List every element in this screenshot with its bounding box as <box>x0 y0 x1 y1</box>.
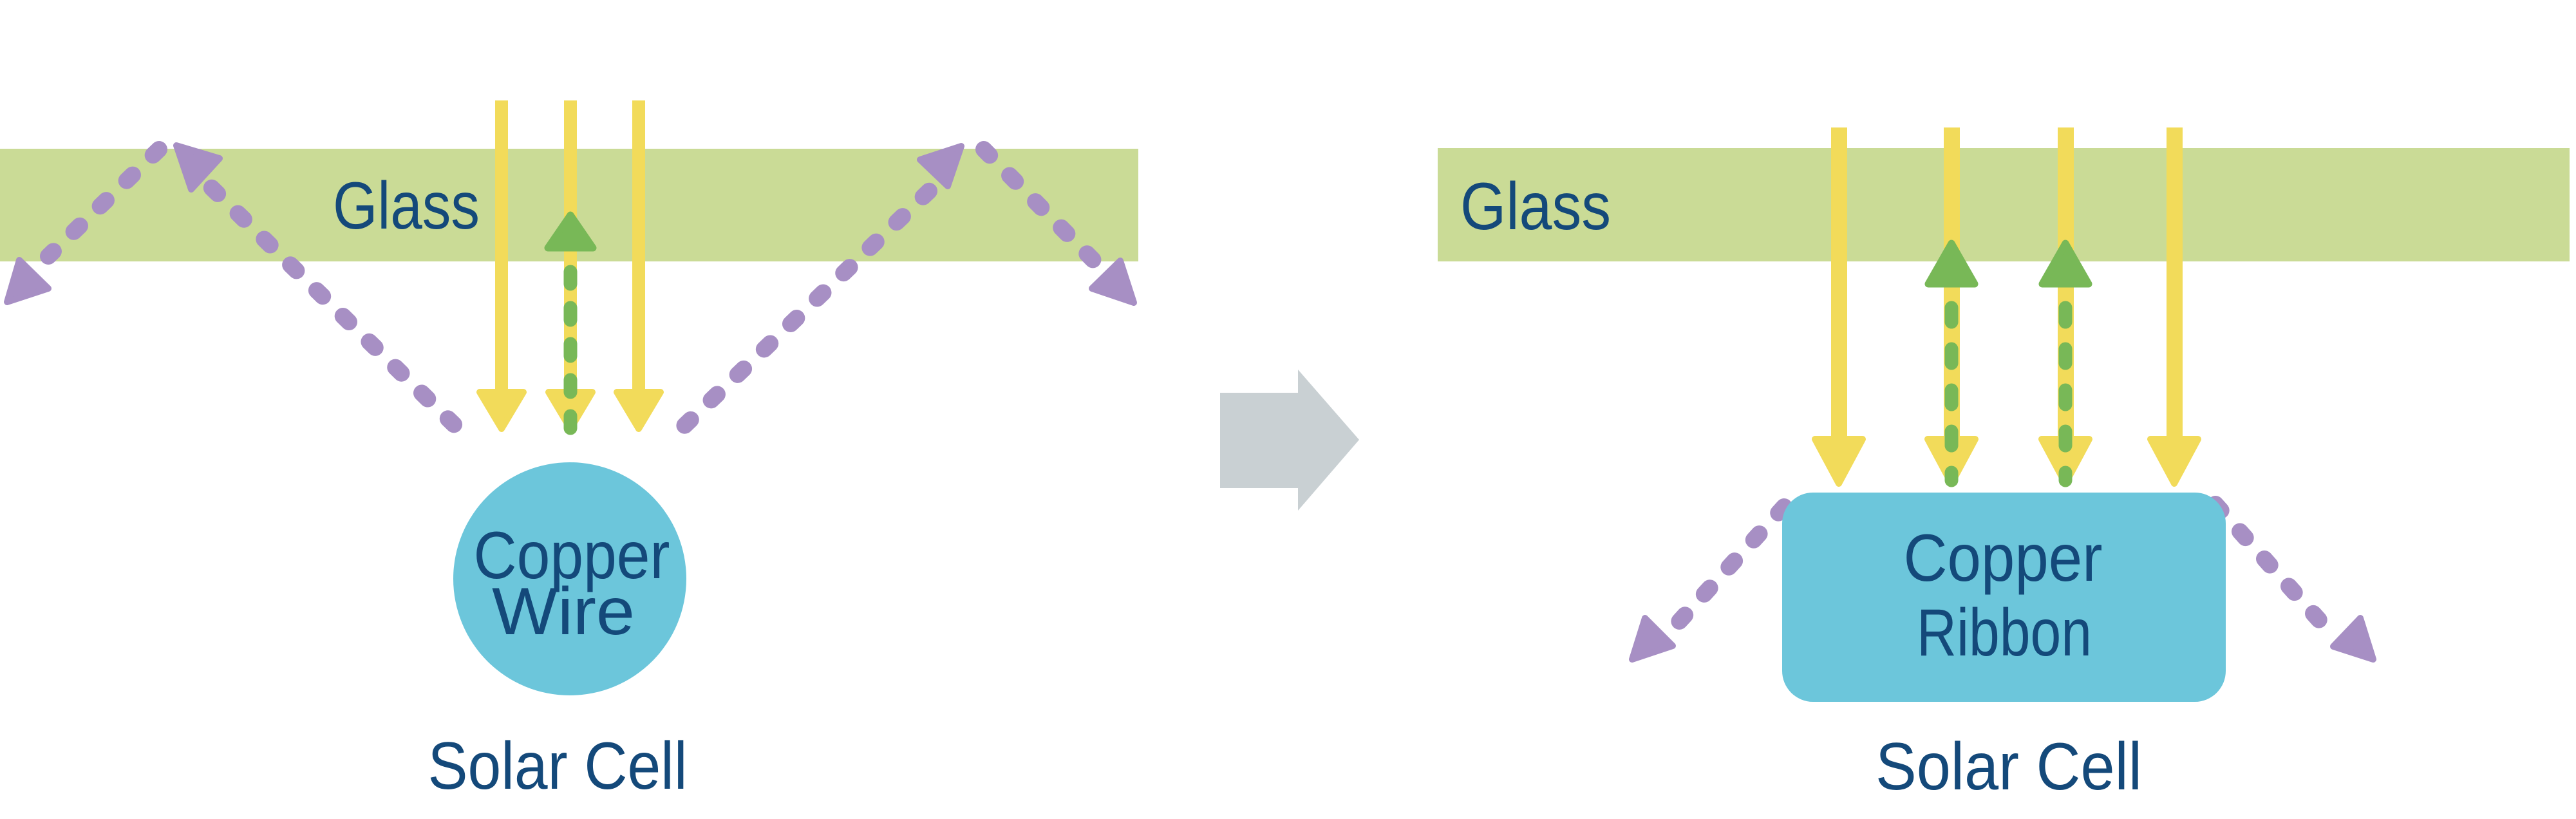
svg-text:Glass: Glass <box>333 169 480 243</box>
svg-text:Copper: Copper <box>1904 521 2103 596</box>
svg-text:Solar Cell: Solar Cell <box>1876 730 2142 804</box>
svg-text:Ribbon: Ribbon <box>1917 596 2092 670</box>
svg-text:Wire: Wire <box>492 574 635 649</box>
svg-text:Copper: Copper <box>474 518 670 593</box>
svg-text:Glass: Glass <box>1460 169 1611 244</box>
svg-text:Solar Cell: Solar Cell <box>428 729 688 804</box>
